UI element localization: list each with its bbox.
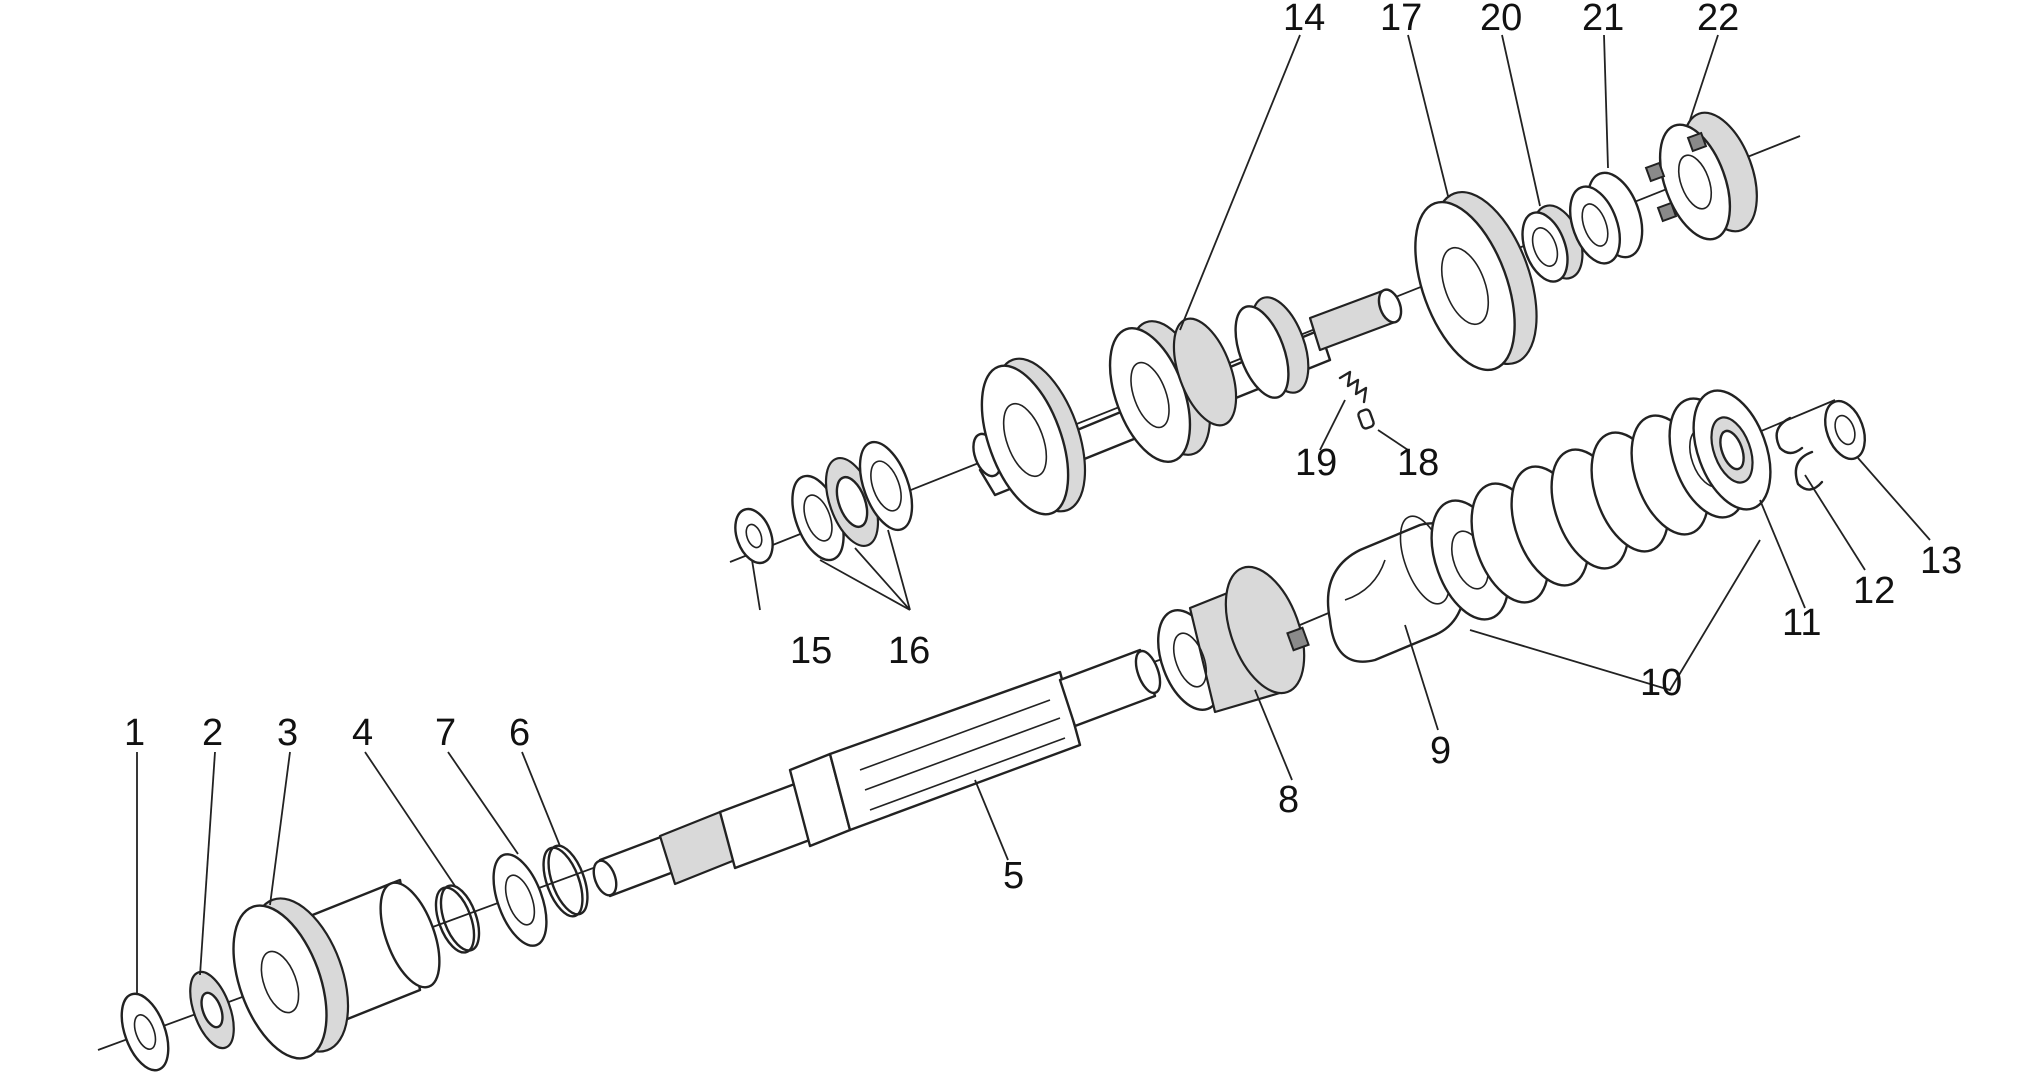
callout-16: 16	[888, 630, 930, 672]
callout-17: 17	[1380, 0, 1422, 39]
part-5-main-shaft	[592, 648, 1162, 898]
part-6-circlip	[542, 844, 589, 918]
callout-20: 20	[1480, 0, 1522, 39]
part-18-pin	[1357, 408, 1375, 430]
part-7-washer	[492, 853, 548, 947]
callout-5: 5	[1003, 855, 1024, 897]
callout-labels: 1 2 3 4 7 6 5 8 9 10 11 12 13 14 15 16 1…	[124, 0, 1962, 897]
callout-1: 1	[124, 712, 145, 754]
leader-lines	[136, 34, 1931, 995]
part-22-dog-clutch	[1644, 111, 1758, 241]
callout-7: 7	[435, 712, 456, 754]
part-2-lock-washer	[189, 970, 235, 1050]
callout-22: 22	[1697, 0, 1739, 39]
part-19-spring	[1338, 370, 1368, 404]
callout-8: 8	[1278, 779, 1299, 821]
part-8-gear	[1157, 565, 1310, 714]
part-17-gear	[1414, 190, 1538, 372]
part-10-spring-washers	[1430, 397, 1748, 621]
callout-11: 11	[1782, 602, 1821, 644]
callout-21: 21	[1582, 0, 1624, 39]
callout-4: 4	[352, 712, 373, 754]
part-13-nut	[1824, 399, 1866, 461]
part-15-washer	[734, 507, 774, 565]
callout-19: 19	[1295, 442, 1337, 484]
part-21-bushing	[1569, 171, 1644, 265]
callout-13: 13	[1920, 540, 1962, 582]
callout-12: 12	[1853, 570, 1895, 612]
part-3-gear	[232, 878, 441, 1060]
middle-right-assembly	[1299, 389, 1866, 663]
part-12-circlips	[1775, 416, 1824, 491]
lower-shaft-assembly	[97, 565, 1310, 1072]
callout-9: 9	[1430, 730, 1451, 772]
part-20-needle-bearing	[1521, 204, 1584, 283]
part-16-shims	[791, 440, 914, 562]
part-4-o-ring	[434, 884, 481, 954]
callout-6: 6	[509, 712, 530, 754]
callout-2: 2	[202, 712, 223, 754]
callout-15: 15	[790, 630, 832, 672]
upper-shaft-assembly	[729, 111, 1801, 565]
callout-14: 14	[1283, 0, 1325, 39]
part-1-nut	[120, 992, 170, 1072]
callout-3: 3	[277, 712, 298, 754]
callout-10: 10	[1640, 662, 1682, 704]
part-11-thrust-washer	[1692, 389, 1772, 511]
part-14-countershaft	[972, 288, 1403, 516]
callout-18: 18	[1397, 442, 1439, 484]
